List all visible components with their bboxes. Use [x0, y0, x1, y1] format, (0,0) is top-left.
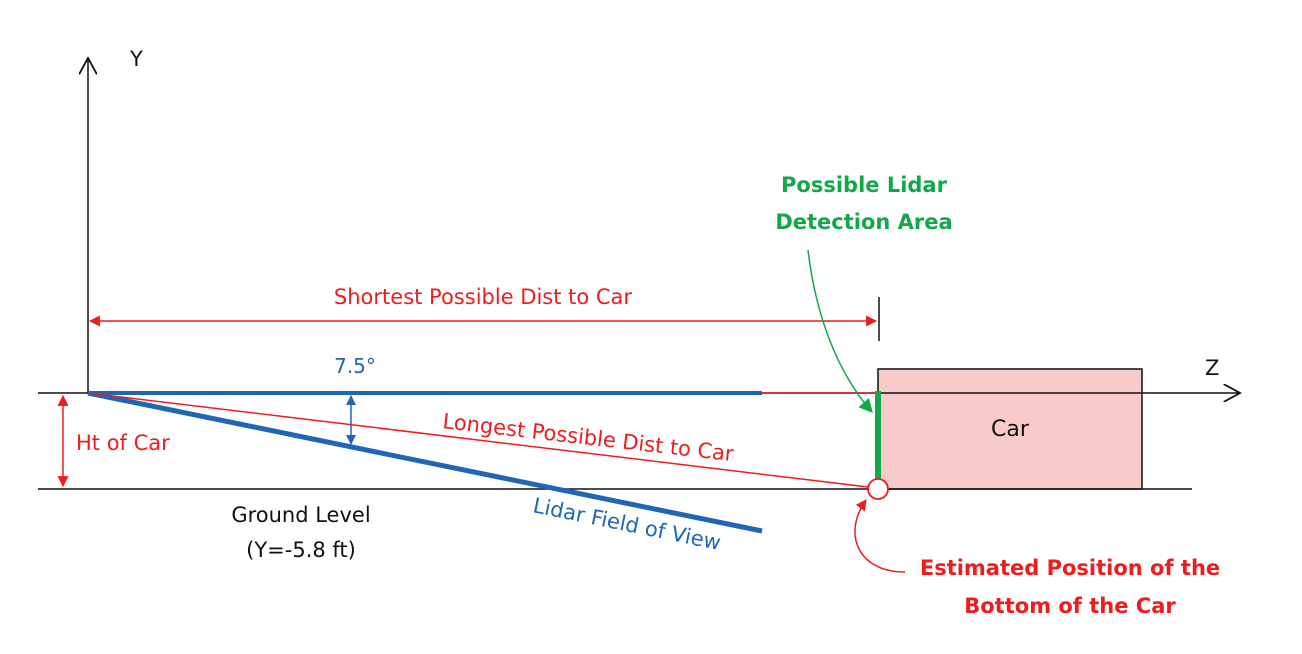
estimated-position-marker: [867, 478, 889, 500]
estimated-position-pointer: [854, 499, 906, 573]
ground-level-label: Ground Level: [231, 503, 370, 527]
estimated-position-label-line2: Bottom of the Car: [964, 594, 1176, 618]
z-axis-label: Z: [1205, 356, 1219, 380]
estimated-position-label-line1: Estimated Position of the: [920, 556, 1220, 580]
car-box: [877, 368, 1143, 490]
longest-dist-line: [87, 392, 869, 488]
ht-of-car-label: Ht of Car: [76, 431, 170, 455]
ground-level-value: (Y=-5.8 ft): [246, 538, 356, 562]
y-axis-label: Y: [129, 47, 143, 71]
shortest-dist-label: Shortest Possible Dist to Car: [334, 285, 633, 309]
detection-area-label-line2: Detection Area: [775, 210, 952, 234]
fov-lower-line: [87, 390, 763, 534]
car-label: Car: [991, 417, 1030, 442]
angle-label: 7.5°: [334, 354, 376, 378]
longest-dist-label: Longest Possible Dist to Car: [441, 409, 735, 466]
detection-area-pointer: [807, 249, 873, 414]
detection-area-label-line1: Possible Lidar: [781, 173, 948, 197]
